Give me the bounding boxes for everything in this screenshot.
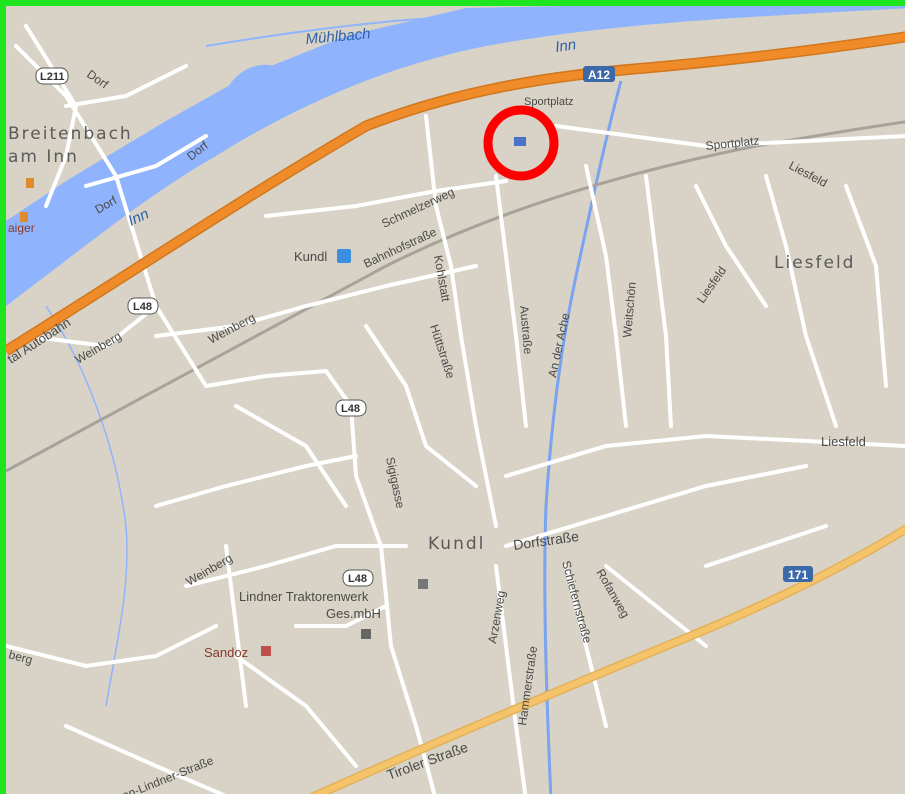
station-label: Kundl (294, 249, 327, 264)
motorway-a12-core (6, 32, 905, 355)
street-austrasse: Austraße (517, 305, 535, 355)
highlight-circle (483, 105, 559, 181)
route-marker-l211: L211 (35, 67, 69, 85)
b171-shield (783, 566, 813, 582)
svg-text:L48: L48 (348, 573, 367, 585)
street-hammerstrasse: Hammerstraße (515, 645, 540, 727)
street-rofanweg: Rofanweg (593, 567, 632, 621)
route-marker-l48-north: L48 (127, 297, 159, 315)
b171-shield-label: 171 (788, 568, 808, 582)
stream-west (45, 305, 128, 707)
river-inn-body (6, 6, 905, 306)
street-liesfeld-2: Liesfeld (694, 264, 729, 306)
a12-shield (583, 66, 615, 82)
a12-shield-label: A12 (588, 68, 610, 82)
stream-ache (543, 80, 623, 794)
fork-knife-icon (26, 178, 34, 188)
street-weinberg-2: Weinberg (73, 329, 124, 367)
street-liesfeld-3: Liesfeld (821, 434, 866, 449)
primary-road-b171-core (312, 526, 905, 794)
railway (6, 120, 905, 473)
street-schiefernstrasse: Schiefernstraße (559, 559, 595, 645)
street-schmelzerweg: Schmelzerweg (379, 185, 456, 231)
shop-icon (261, 646, 271, 656)
river-label-upper: Inn (554, 36, 577, 56)
place-liesfeld: Liesfeld (774, 253, 855, 273)
street-lindner-strasse: nn-Lindner-Straße (120, 753, 216, 794)
poi-lindner-1: Lindner Traktorenwerk (239, 589, 369, 604)
place-kundl: Kundl (428, 534, 485, 554)
poi-sandoz: Sandoz (204, 645, 248, 660)
church-icon (418, 579, 428, 589)
street-weitschoen: Weitschön (620, 281, 639, 338)
svg-text:L211: L211 (40, 71, 64, 83)
street-sigigasse: Sigigasse (383, 456, 408, 510)
pond (225, 64, 276, 108)
place-am-inn: am Inn (8, 147, 79, 167)
street-weinberg-4: berg (7, 647, 34, 667)
local-roads (6, 24, 905, 794)
map-svg[interactable]: Inn Inn Mühlbach Breitenbach am Inn Kund… (6, 6, 905, 794)
svg-text:L48: L48 (133, 301, 152, 313)
building-icon (514, 137, 526, 146)
street-liesfeld-1: Liesfeld (787, 158, 830, 190)
train-station-icon (337, 249, 351, 263)
fork-knife-icon-2 (20, 212, 28, 222)
street-an-der-ache: An der Ache (545, 311, 572, 378)
factory-icon (361, 629, 371, 639)
poi-raiger: aiger (8, 221, 35, 235)
street-dorf-1: Dorf (84, 67, 111, 92)
poi-lindner-2: Ges.mbH (326, 606, 381, 621)
route-marker-l48-south: L48 (342, 569, 374, 587)
street-sportplatz-2: Sportplatz (705, 133, 760, 153)
street-sportplatz-1: Sportplatz (524, 96, 574, 108)
street-huettstrasse: Hüttstraße (427, 323, 458, 381)
stream-label: Mühlbach (305, 25, 371, 48)
place-breitenbach: Breitenbach (8, 124, 133, 144)
stream-muehlbach (205, 9, 607, 47)
svg-text:L48: L48 (341, 403, 360, 415)
route-marker-l48-mid: L48 (335, 399, 367, 417)
